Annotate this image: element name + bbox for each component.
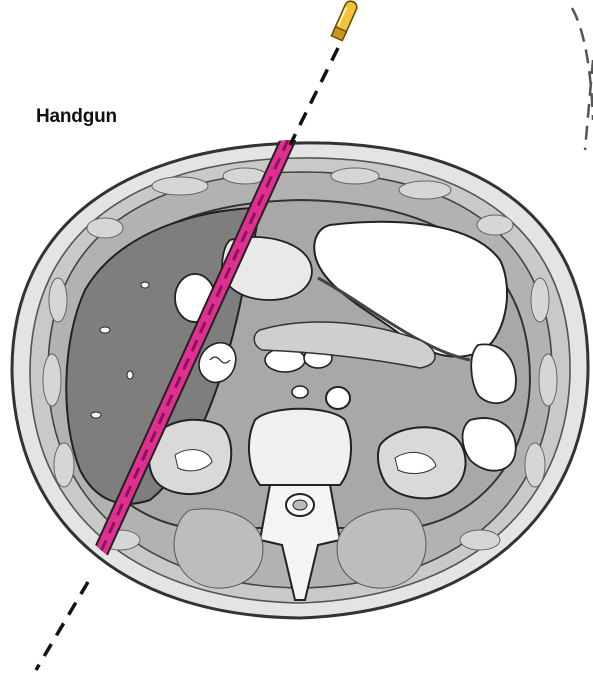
trajectory-upper: [290, 48, 338, 145]
vertebral-body: [249, 409, 351, 485]
vena-cava: [292, 386, 308, 398]
aorta: [326, 387, 350, 409]
trajectory-lower: [36, 582, 88, 670]
adjacent-figure-outline: [572, 8, 593, 150]
bullet-icon: [331, 0, 358, 41]
